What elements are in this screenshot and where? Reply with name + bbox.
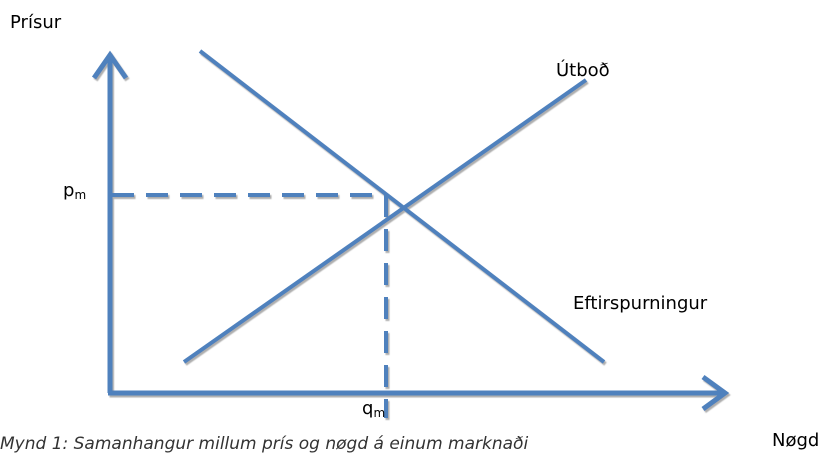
demand-curve (198, 49, 606, 364)
quantity-label-base: q (362, 398, 374, 419)
y-axis-label: Prísur (10, 12, 62, 33)
supply-curve (182, 78, 588, 364)
equilibrium-quantity-label: qm (362, 398, 386, 420)
supply-curve-label: Útboð (556, 60, 610, 81)
figure-caption: Mynd 1: Samanhangur millum prís og nøgd … (0, 434, 529, 454)
price-label-base: p (63, 180, 75, 201)
x-axis-arrowhead (701, 374, 730, 412)
quantity-label-subscript: m (373, 406, 386, 420)
x-axis-label: Nøgd (772, 430, 820, 451)
y-axis-arrowhead (91, 50, 129, 80)
price-label-subscript: m (74, 188, 87, 202)
equilibrium-price-label: pm (63, 180, 87, 202)
demand-curve-label: Eftirspurningur (573, 293, 708, 314)
